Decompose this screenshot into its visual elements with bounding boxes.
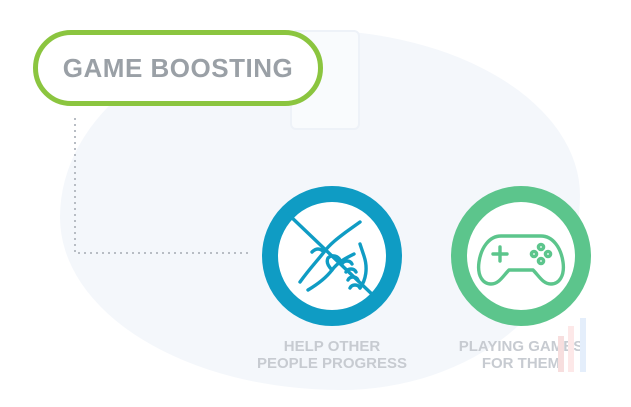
help-progress-label: HELP OTHER PEOPLE PROGRESS: [237, 338, 427, 372]
play-label-line2: FOR THEM: [481, 355, 561, 372]
gamepad-icon: [476, 234, 566, 286]
help-label-line1: HELP OTHER: [283, 338, 381, 355]
decorative-bars: [558, 318, 586, 372]
helping-hand-icon: [286, 212, 378, 300]
play-label-line1: PLAYING GAMES: [458, 338, 584, 355]
playing-games-circle: [451, 186, 591, 326]
page-title: GAME BOOSTING: [62, 52, 294, 83]
help-label-line2: PEOPLE PROGRESS: [256, 355, 408, 372]
playing-games-label: PLAYING GAMES FOR THEM: [426, 338, 616, 372]
title-pill: GAME BOOSTING: [33, 30, 323, 106]
help-progress-circle: [262, 186, 402, 326]
